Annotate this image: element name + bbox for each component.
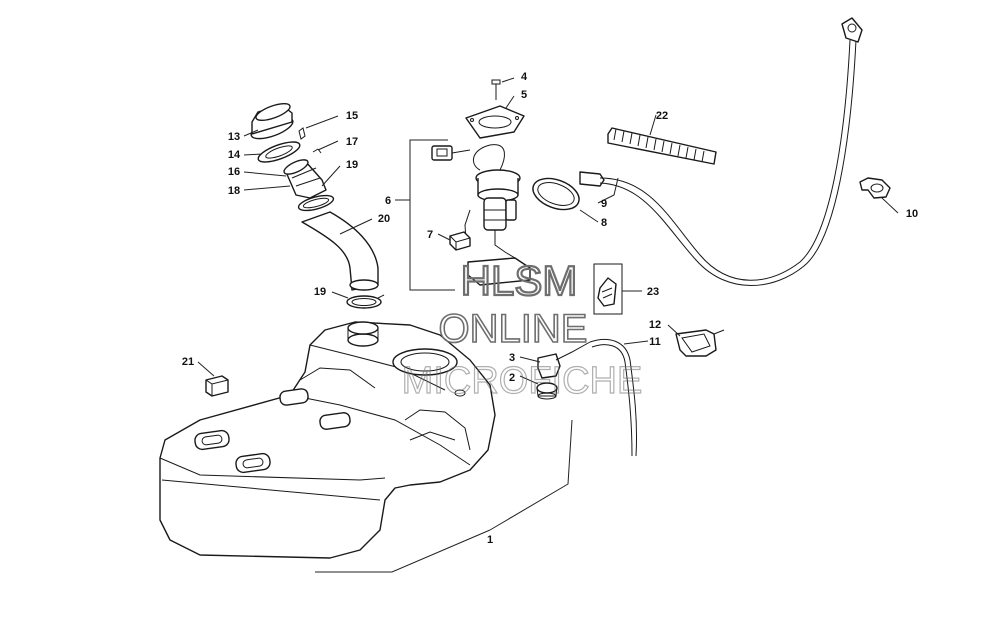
pump-connector[interactable] bbox=[431, 145, 471, 161]
callout-20: 20 bbox=[378, 213, 390, 225]
callout-16: 16 bbox=[228, 166, 240, 178]
watermark-line-2: ONLINE bbox=[439, 307, 588, 351]
pump-plug[interactable] bbox=[449, 231, 471, 251]
pump-screw[interactable] bbox=[491, 79, 501, 100]
fuel-pump-assembly[interactable] bbox=[464, 144, 531, 286]
callout-6: 6 bbox=[385, 195, 391, 207]
callout-11: 11 bbox=[649, 336, 661, 348]
callout-12: 12 bbox=[649, 319, 661, 331]
callout-9: 9 bbox=[601, 198, 607, 210]
filler-neck[interactable] bbox=[282, 157, 327, 199]
callout-13: 13 bbox=[228, 131, 240, 143]
foam-pad[interactable] bbox=[205, 375, 229, 397]
pump-gasket[interactable] bbox=[529, 173, 584, 216]
callout-14: 14 bbox=[228, 149, 241, 161]
callout-3: 3 bbox=[509, 352, 515, 364]
callout-21: 21 bbox=[182, 356, 194, 368]
callout-4: 4 bbox=[521, 71, 528, 83]
watermark-line-3: MICROFICHE bbox=[402, 360, 643, 402]
callout-19-lower: 19 bbox=[314, 286, 326, 298]
fuel-hose[interactable] bbox=[579, 17, 863, 286]
fuel-tank[interactable] bbox=[159, 321, 496, 559]
callout-23: 23 bbox=[647, 286, 659, 298]
filler-cap[interactable] bbox=[249, 100, 296, 143]
pump-cover-plate[interactable] bbox=[465, 105, 525, 139]
cap-gasket[interactable] bbox=[256, 138, 302, 166]
vent-valve[interactable] bbox=[537, 341, 591, 379]
leader-lines bbox=[197, 77, 899, 573]
vent-hose[interactable] bbox=[589, 338, 638, 457]
watermark: HLSM ONLINE MICROFICHE bbox=[401, 256, 643, 403]
callout-17: 17 bbox=[346, 136, 358, 148]
hose-clamp-upper[interactable] bbox=[297, 193, 335, 214]
callout-15: 15 bbox=[346, 110, 358, 122]
callout-10: 10 bbox=[906, 208, 918, 220]
callout-7: 7 bbox=[427, 229, 433, 241]
callout-18: 18 bbox=[228, 185, 240, 197]
callout-2: 2 bbox=[509, 372, 515, 384]
callout-19-upper: 19 bbox=[346, 159, 358, 171]
watermark-line-1: HLSM bbox=[461, 257, 578, 304]
callout-8: 8 bbox=[601, 217, 607, 229]
level-sender[interactable] bbox=[593, 263, 623, 315]
hose-clamp-lower[interactable] bbox=[346, 294, 385, 309]
callout-numbers: 1 2 3 4 5 6 7 8 9 10 11 12 13 14 15 16 1… bbox=[182, 71, 918, 546]
callout-1: 1 bbox=[487, 534, 493, 546]
callout-5: 5 bbox=[521, 89, 527, 101]
hose-clip[interactable] bbox=[859, 177, 891, 199]
cable-strap[interactable] bbox=[675, 329, 725, 357]
callout-22: 22 bbox=[656, 110, 668, 122]
valve-grommet[interactable] bbox=[536, 382, 558, 400]
breather-hose[interactable] bbox=[607, 127, 717, 165]
filler-hose[interactable] bbox=[301, 211, 379, 291]
pump-bracket-line bbox=[409, 139, 455, 291]
tether-screw[interactable] bbox=[298, 127, 322, 154]
